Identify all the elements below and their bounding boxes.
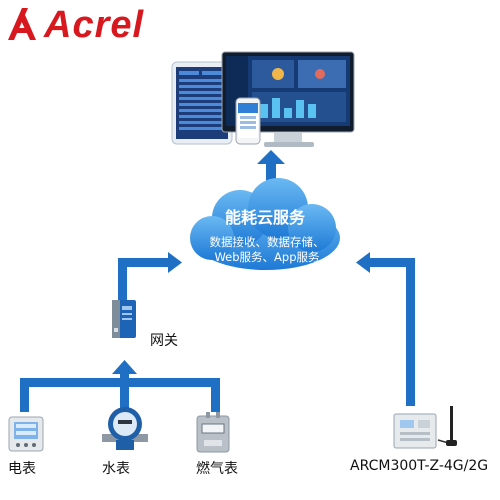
arrow-gateway-to-cloud (118, 252, 182, 302)
brand-name: Acrel (44, 4, 145, 46)
cloud-title: 能耗云服务 (224, 208, 305, 227)
arcm-device-icon (393, 406, 457, 449)
cloud-subtitle-line2: Web服务、App服务 (214, 250, 320, 264)
arrow-meters-to-gateway (20, 360, 220, 412)
arrow-arcm-to-cloud (356, 252, 415, 406)
gas-meter-label: 燃气表 (196, 461, 238, 477)
gas-meter-icon (196, 412, 230, 453)
water-meter-icon (102, 407, 148, 450)
acrel-logo-icon (8, 8, 36, 40)
client-devices-icon (171, 51, 355, 147)
water-meter-label: 水表 (102, 461, 130, 477)
cloud-subtitle-line1: 数据接收、数据存储、 (209, 235, 325, 249)
arcm-device-label: ARCM300T-Z-4G/2G (350, 458, 489, 474)
gateway-label: 网关 (150, 333, 178, 349)
electric-meter-label: 电表 (8, 461, 36, 477)
cloud-icon (190, 178, 340, 270)
gateway-icon (112, 300, 136, 338)
electric-meter-icon (8, 416, 44, 452)
arrow-up-to-clients (257, 150, 285, 184)
